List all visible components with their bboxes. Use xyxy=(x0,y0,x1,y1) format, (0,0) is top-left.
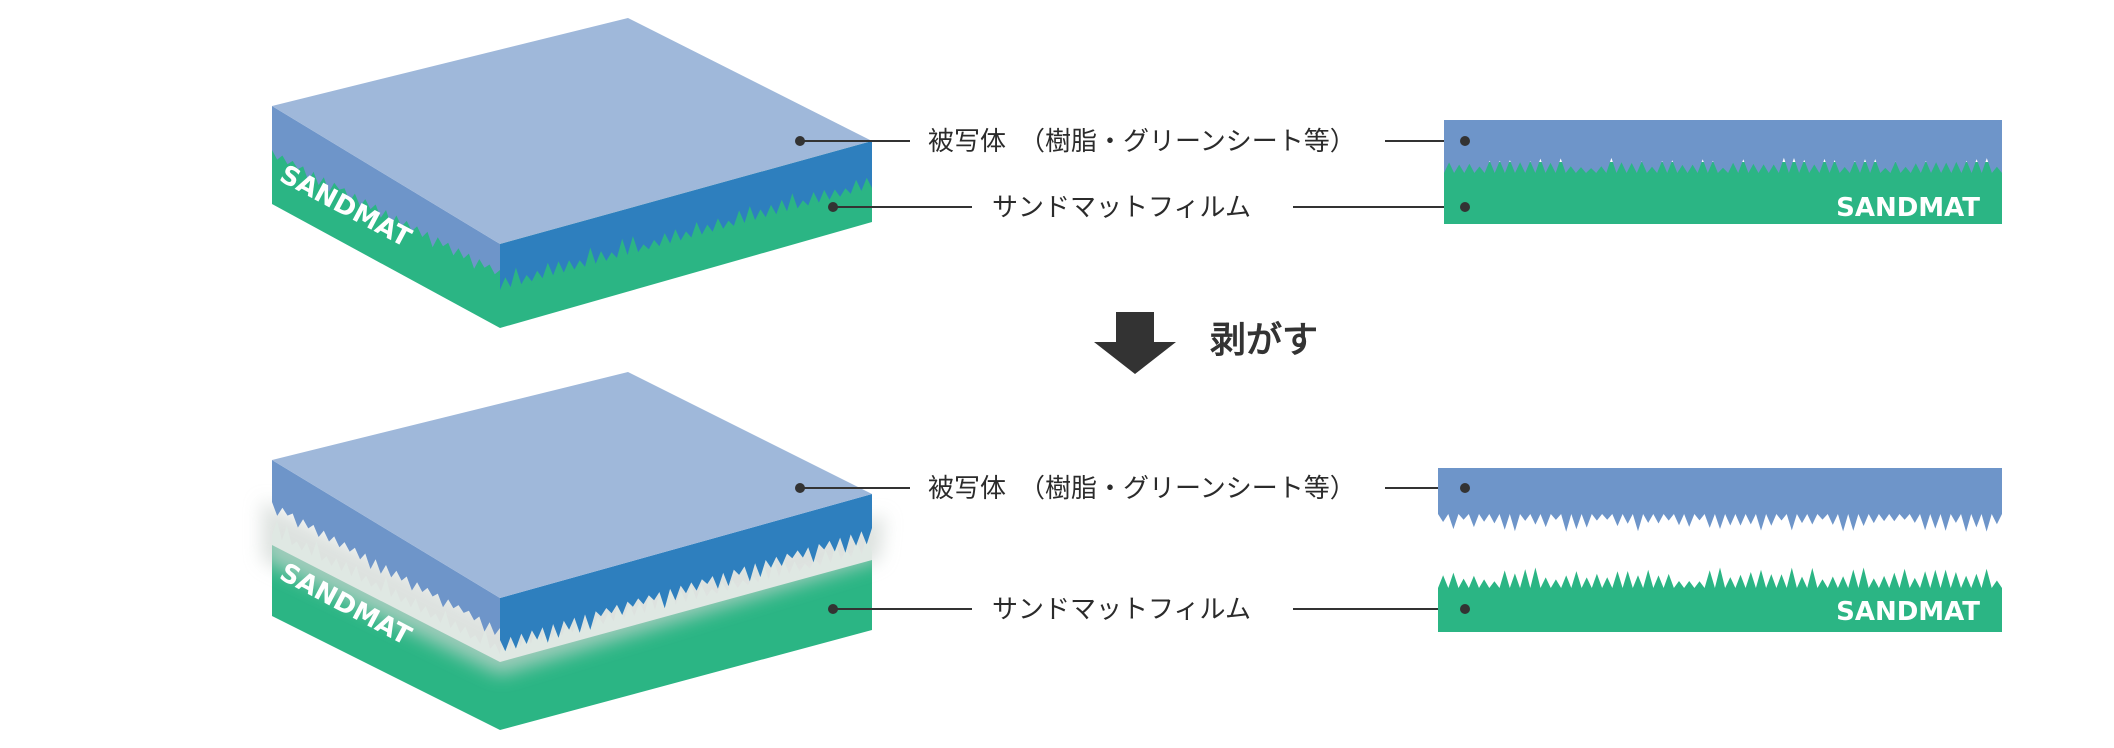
object-left-face xyxy=(272,106,500,275)
object-left-face-peeled xyxy=(272,460,500,635)
film-strip-peeled xyxy=(1438,567,2002,632)
object-right-face xyxy=(500,141,872,290)
top-callouts: 被写体 （樹脂・グリーンシート等） サンドマットフィルム xyxy=(795,127,1470,223)
film-label-top: サンドマットフィルム xyxy=(992,193,1251,223)
cross-section-laminated: SANDMAT xyxy=(1444,120,2002,224)
peel-action-label: 剥がす xyxy=(1210,320,1318,361)
film-texture-left xyxy=(272,520,500,662)
cross-section-peeled: SANDMAT xyxy=(1438,468,2002,632)
object-label-top: 被写体 （樹脂・グリーンシート等） xyxy=(928,127,1356,157)
object-top-face xyxy=(272,18,872,244)
brand-text-strip-peeled: SANDMAT xyxy=(1836,597,1980,627)
peel-arrow: 剥がす xyxy=(1094,312,1318,374)
object-label-bottom: 被写体 （樹脂・グリーンシート等） xyxy=(928,474,1356,504)
object-right-face-peeled xyxy=(500,494,872,652)
down-arrow-icon xyxy=(1094,312,1176,374)
object-strip xyxy=(1444,120,2002,173)
film-texture-right xyxy=(500,535,872,662)
object-strip-peeled xyxy=(1438,468,2002,532)
film-label-bottom: サンドマットフィルム xyxy=(992,595,1251,625)
brand-text-strip: SANDMAT xyxy=(1836,193,1980,223)
film-strip xyxy=(1444,162,2002,224)
object-top-face-peeled xyxy=(272,372,872,598)
laminated-block-3d: SANDMAT xyxy=(272,18,872,328)
bottom-callouts: 被写体 （樹脂・グリーンシート等） サンドマットフィルム xyxy=(795,474,1465,625)
peeled-block-3d: SANDMAT xyxy=(262,372,885,730)
object-pointer-dot xyxy=(795,136,805,146)
film-pointer-dot xyxy=(828,202,838,212)
film-right-face-peeled xyxy=(500,554,872,730)
peel-gap-shadow xyxy=(262,500,885,675)
